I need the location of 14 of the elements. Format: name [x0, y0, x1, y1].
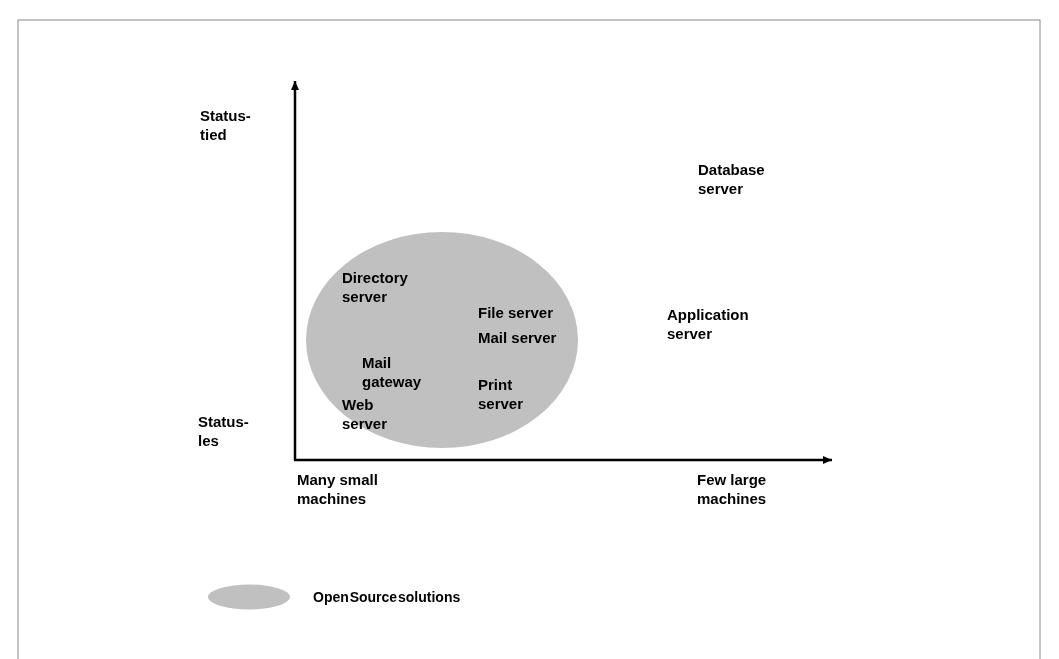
server-label: Application server: [667, 305, 750, 343]
axis-label: Status- les: [198, 412, 250, 450]
axis-label: Few large machines: [697, 470, 768, 508]
legend-label: Open Source solutions: [313, 588, 461, 607]
server-label: Web server: [342, 395, 389, 433]
server-label: Directory server: [342, 268, 409, 306]
axis-label: Status- tied: [200, 106, 252, 144]
server-label: File server: [478, 303, 555, 322]
server-label: Mail server: [478, 328, 558, 347]
server-label: Mail gateway: [362, 353, 423, 391]
server-label: Database server: [698, 160, 766, 198]
axis-label: Many small machines: [297, 470, 379, 508]
server-label: Print server: [478, 375, 525, 413]
shaded-ellipse-region: [306, 232, 578, 448]
